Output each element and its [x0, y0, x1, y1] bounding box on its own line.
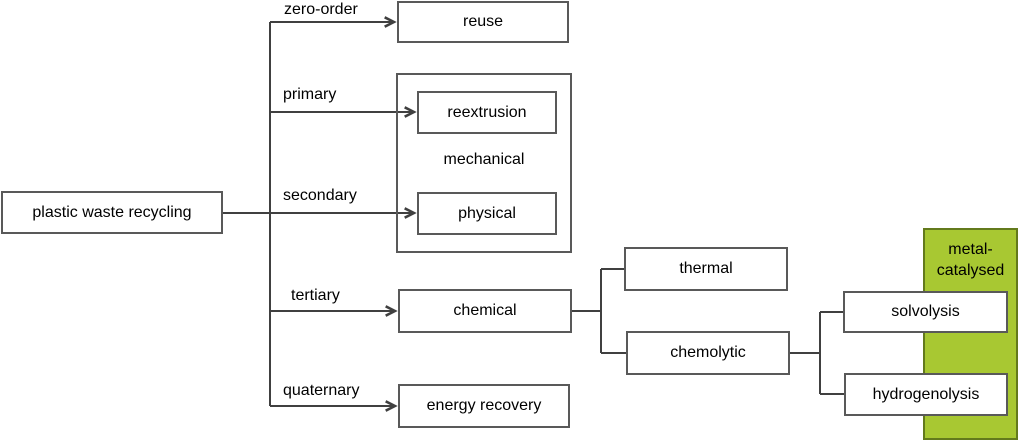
mechanical-group-box	[396, 73, 572, 253]
node-thermal: thermal	[624, 247, 788, 291]
mechanical-group-label: mechanical	[443, 151, 525, 168]
node-chemolytic: chemolytic	[626, 331, 790, 375]
node-chemical: chemical	[398, 289, 572, 333]
branch-label-tertiary: tertiary	[291, 287, 340, 304]
branch-label-quaternary: quaternary	[283, 382, 360, 399]
chemical-branch-lines	[572, 268, 627, 354]
node-reextrusion: reextrusion	[417, 91, 557, 134]
metal-catalysed-label: metal-catalysed	[936, 241, 1005, 279]
node-physical: physical	[417, 192, 557, 235]
node-energy-recovery: energy recovery	[398, 384, 570, 428]
branch-label-secondary: secondary	[283, 187, 357, 204]
node-plastic-waste-recycling: plastic waste recycling	[1, 191, 223, 234]
branch-label-primary: primary	[283, 86, 337, 103]
chemolytic-branch-lines	[790, 311, 845, 395]
node-reuse: reuse	[397, 1, 569, 43]
node-hydrogenolysis: hydrogenolysis	[844, 373, 1008, 416]
node-solvolysis: solvolysis	[843, 291, 1008, 333]
branch-label-zero-order: zero-order	[284, 1, 358, 18]
